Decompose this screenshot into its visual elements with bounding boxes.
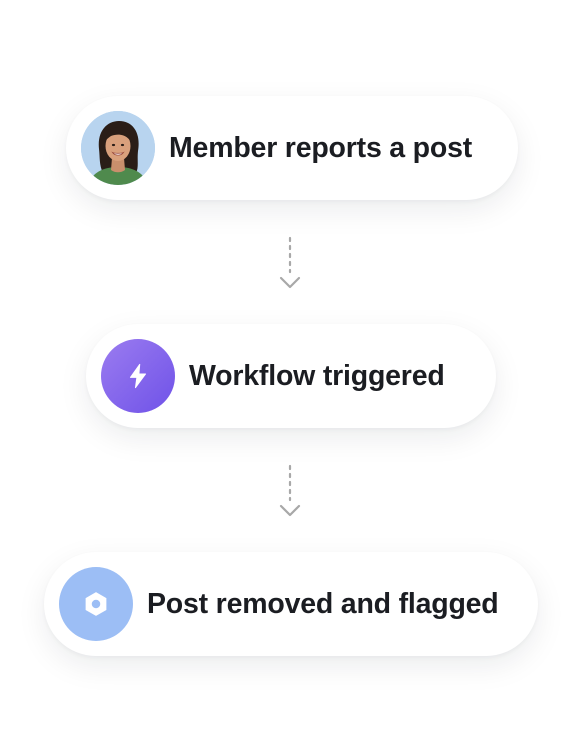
step-label: Post removed and flagged	[147, 587, 499, 620]
hexagon-nut-icon	[59, 567, 133, 641]
dotted-arrow-down-icon	[279, 464, 301, 517]
step-label: Workflow triggered	[189, 359, 445, 392]
lightning-bolt-icon	[101, 339, 175, 413]
workflow-step-triggered: Workflow triggered	[86, 324, 496, 428]
workflow-step-member-report: Member reports a post	[66, 96, 518, 200]
member-avatar	[81, 111, 155, 185]
dotted-arrow-down-icon	[279, 236, 301, 289]
step-label: Member reports a post	[169, 131, 473, 164]
workflow-step-post-removed: Post removed and flagged	[44, 552, 538, 656]
